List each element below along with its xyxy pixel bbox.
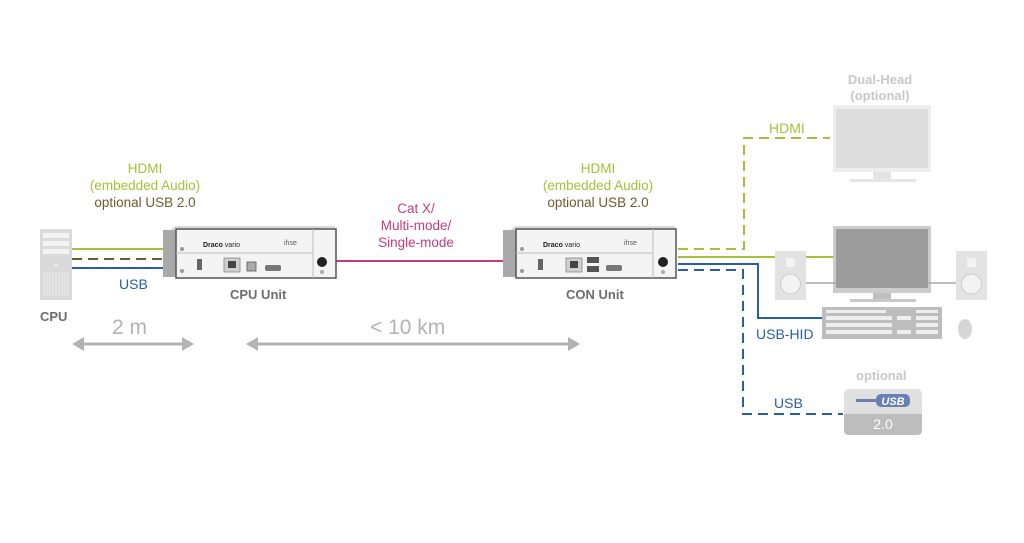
cpu-unit-brand: Draco vario bbox=[203, 242, 240, 249]
usb-version-label: 2.0 bbox=[873, 416, 893, 432]
con-unit-device: Draco vario ihse bbox=[503, 226, 677, 279]
distance-long-label: < 10 km bbox=[370, 316, 446, 339]
left-signals-label: HDMI (embedded Audio) optional USB 2.0 bbox=[70, 160, 220, 211]
link-catx-text: Cat X/ bbox=[397, 201, 435, 216]
speaker-right-icon bbox=[928, 251, 987, 300]
distance-arrow-short bbox=[72, 337, 194, 351]
keyboard-icon bbox=[822, 307, 942, 339]
left-usb20-text: optional USB 2.0 bbox=[94, 195, 196, 210]
cpu-label: CPU bbox=[40, 309, 68, 324]
con-unit-label: CON Unit bbox=[566, 287, 624, 302]
hdmi-dual-label: HDMI bbox=[769, 120, 805, 136]
right-signals-label: HDMI (embedded Audio) optional USB 2.0 bbox=[523, 160, 673, 211]
con-unit-brand: Draco vario bbox=[543, 242, 580, 249]
optional-label: optional bbox=[856, 368, 907, 383]
dual-head-label: Dual-Head (optional) bbox=[830, 72, 930, 104]
monitor-dual-icon bbox=[833, 105, 931, 182]
cpu-unit-device: Draco vario ihse bbox=[163, 226, 337, 279]
usb-logo-text: USB bbox=[881, 396, 904, 408]
usb-right-label: USB bbox=[774, 395, 803, 411]
right-audio-text: (embedded Audio) bbox=[542, 178, 654, 193]
right-usb20-text: optional USB 2.0 bbox=[547, 195, 649, 210]
dual-head-optional-text: (optional) bbox=[850, 88, 910, 103]
dual-head-text: Dual-Head bbox=[847, 72, 913, 87]
monitor-main-icon bbox=[833, 226, 931, 302]
con-unit-maker: ihse bbox=[624, 240, 637, 247]
mouse-icon bbox=[958, 319, 972, 339]
left-audio-text: (embedded Audio) bbox=[89, 178, 201, 193]
cable-usb-hid bbox=[678, 263, 822, 319]
left-hdmi-text: HDMI bbox=[127, 161, 163, 176]
usb-left-label: USB bbox=[119, 276, 148, 292]
usb-hid-label: USB-HID bbox=[756, 326, 814, 342]
link-singlemode-text: Single-mode bbox=[378, 235, 454, 250]
cable-usb-right bbox=[678, 269, 843, 415]
usb-badge-icon: USB bbox=[844, 389, 922, 435]
cpu-tower-icon bbox=[40, 229, 72, 300]
link-multimode-text: Multi-mode/ bbox=[380, 218, 452, 233]
distance-arrow-long bbox=[246, 337, 580, 351]
distance-short-label: 2 m bbox=[112, 316, 148, 339]
right-hdmi-text: HDMI bbox=[580, 161, 616, 176]
speaker-left-icon bbox=[775, 251, 836, 300]
cpu-unit-label: CPU Unit bbox=[230, 287, 287, 302]
cpu-unit-maker: ihse bbox=[284, 240, 297, 247]
cable-hdmi-dual bbox=[678, 137, 830, 250]
link-label: Cat X/ Multi-mode/ Single-mode bbox=[356, 200, 476, 251]
